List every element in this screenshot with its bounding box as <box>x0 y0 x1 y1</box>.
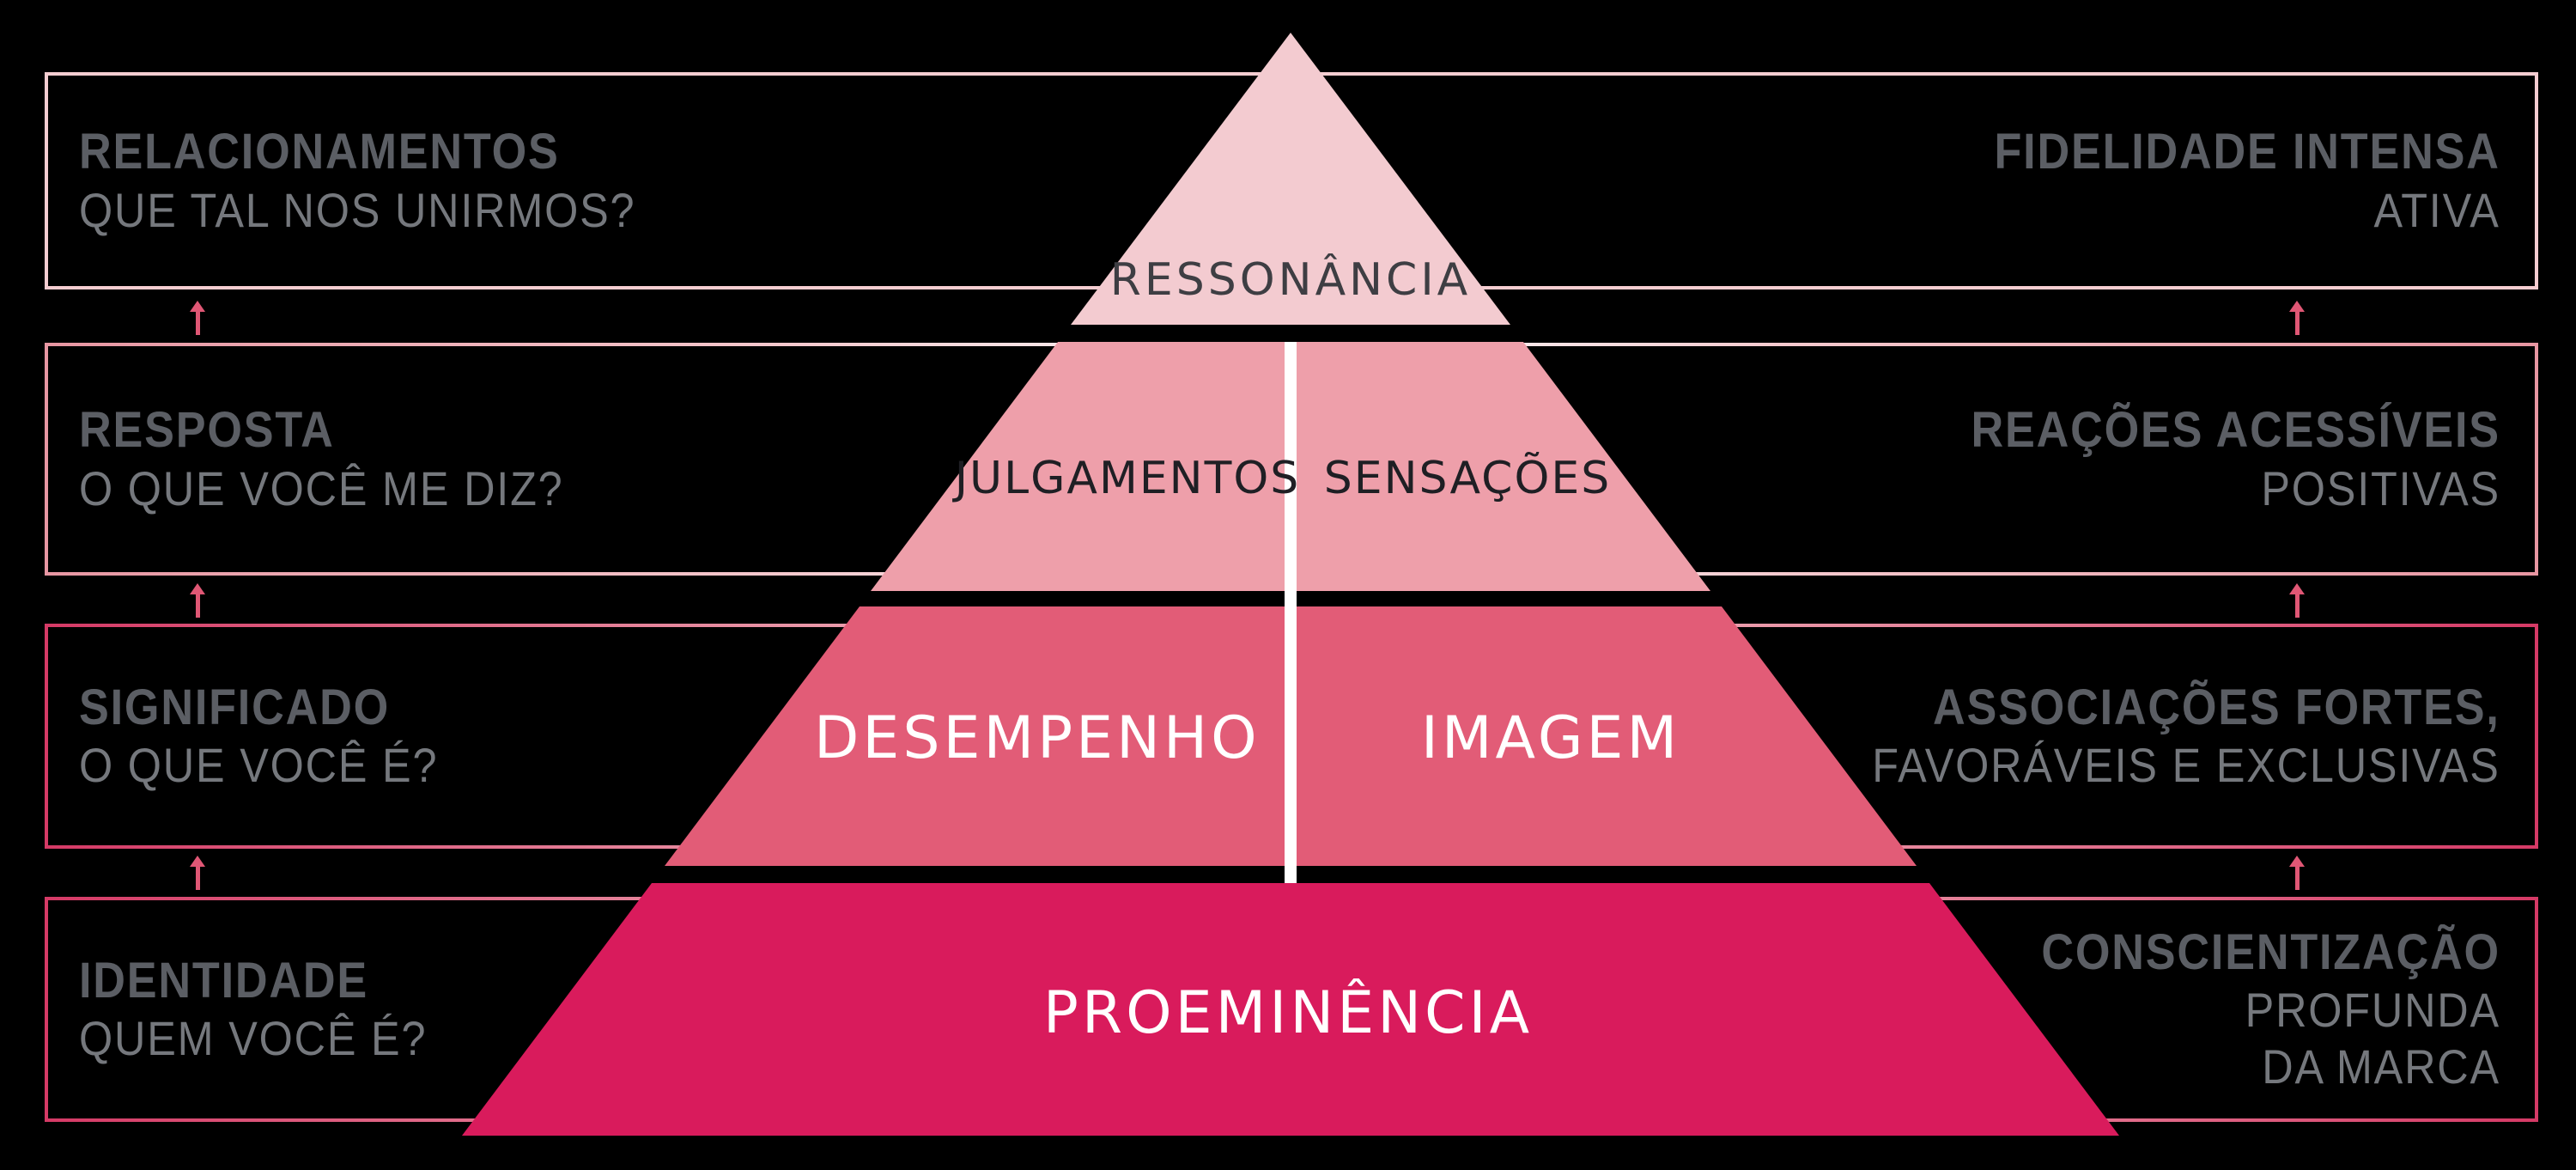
row-1-left-subtitle: QUE TAL NOS UNIRMOS? <box>79 182 636 237</box>
row-2-right-label-group: REAÇÕES ACESSÍVEIS POSITIVAS <box>1912 401 2500 517</box>
row-4-left-label-group: IDENTIDADE QUEM VOCÊ É? <box>79 952 465 1068</box>
pyramid-label-ressonancia: RESSONÂNCIA <box>1109 254 1472 306</box>
row-2-left-subtitle: O QUE VOCÊ ME DIZ? <box>79 460 564 515</box>
row-3-left-subtitle: O QUE VOCÊ É? <box>79 738 439 793</box>
up-arrow-icon <box>187 301 208 335</box>
row-3-left-label-group: SIGNIFICADO O QUE VOCÊ É? <box>79 679 478 795</box>
row-2-right-line2: POSITIVAS <box>2261 460 2500 515</box>
pyramid-label-proeminencia: PROEMINÊNCIA <box>1042 979 1534 1047</box>
pyramid-label-desempenho: DESEMPENHO <box>814 704 1261 772</box>
pyramid-center-divider <box>1285 342 1297 883</box>
row-1-right-title: FIDELIDADE INTENSA <box>1994 124 2500 180</box>
row-1-right-line2: ATIVA <box>2373 182 2500 237</box>
row-2-left-title: RESPOSTA <box>79 402 335 459</box>
up-arrow-icon <box>2287 301 2307 335</box>
row-1-left-label-group: RELACIONAMENTOS QUE TAL NOS UNIRMOS? <box>79 123 697 239</box>
row-1-left-title: RELACIONAMENTOS <box>79 124 560 180</box>
up-arrow-icon <box>2287 583 2307 618</box>
row-3-right-title: ASSOCIAÇÕES FORTES, <box>1933 679 2500 735</box>
row-1-right-label-group: FIDELIDADE INTENSA ATIVA <box>1938 123 2500 239</box>
up-arrow-icon <box>2287 856 2307 890</box>
row-3-left-title: SIGNIFICADO <box>79 679 391 735</box>
up-arrow-icon <box>187 856 208 890</box>
row-4-left-subtitle: QUEM VOCÊ É? <box>79 1011 428 1066</box>
pyramid-label-sensacoes: SENSAÇÕES <box>1323 453 1612 504</box>
pyramid-label-julgamentos: JULGAMENTOS <box>954 453 1301 504</box>
row-4-right-label-group: CONSCIENTIZAÇÃO PROFUNDA DA MARCA <box>1990 923 2500 1096</box>
pyramid-level-proeminencia <box>462 883 2119 1136</box>
row-4-right-title: CONSCIENTIZAÇÃO <box>2041 923 2500 980</box>
pyramid-label-imagem: IMAGEM <box>1420 704 1681 772</box>
row-4-left-title: IDENTIDADE <box>79 952 369 1009</box>
row-3-right-label-group: ASSOCIAÇÕES FORTES, FAVORÁVEIS E EXCLUSI… <box>1802 679 2500 795</box>
row-3-right-line2: FAVORÁVEIS E EXCLUSIVAS <box>1872 738 2500 793</box>
row-2-right-title: REAÇÕES ACESSÍVEIS <box>1971 402 2500 459</box>
row-2-left-label-group: RESPOSTA O QUE VOCÊ ME DIZ? <box>79 401 617 517</box>
up-arrow-icon <box>187 583 208 618</box>
row-4-right-line2: PROFUNDA <box>2245 983 2500 1038</box>
row-4-right-line3: DA MARCA <box>2262 1039 2500 1094</box>
